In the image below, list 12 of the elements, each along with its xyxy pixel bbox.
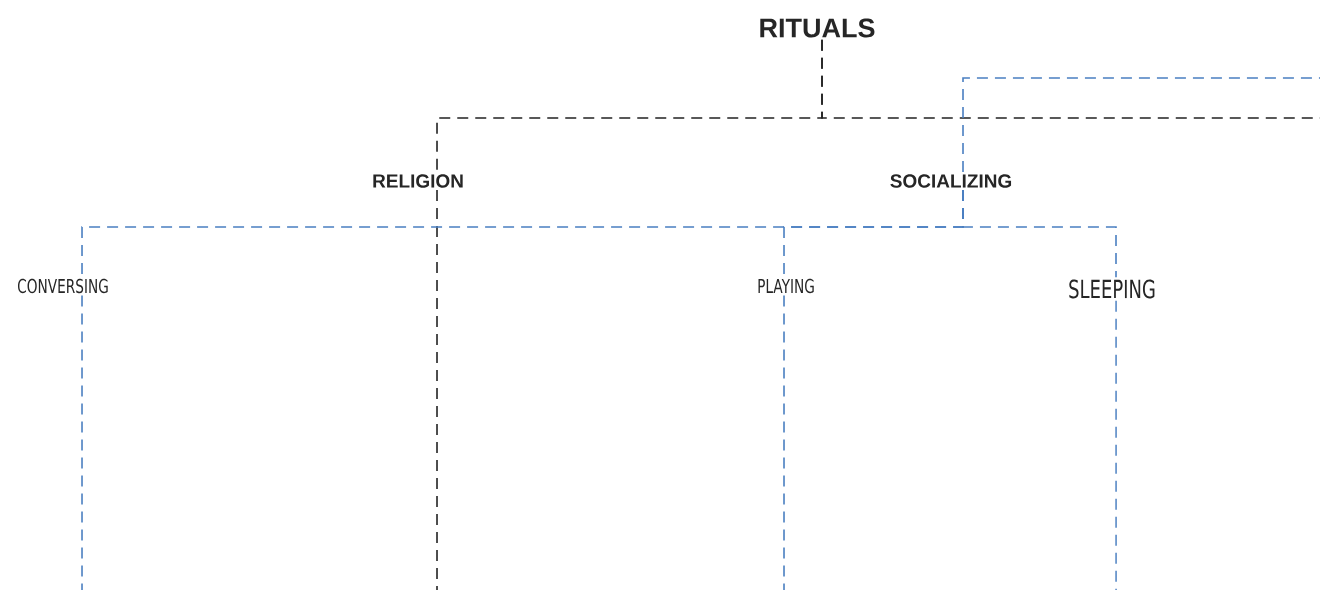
connector-line	[962, 77, 1321, 173]
category-label: CONVERSING	[18, 278, 108, 294]
connector-line	[783, 294, 785, 591]
connector-line	[81, 294, 83, 591]
connector-line	[436, 189, 438, 591]
category-label: RELIGION	[373, 174, 463, 188]
category-label: SLEEPING	[1069, 279, 1155, 299]
category-label: RITUALS	[760, 18, 875, 38]
connector-line	[962, 189, 1117, 279]
category-label: SOCIALIZING	[890, 174, 1012, 188]
category-label: PLAYING	[758, 278, 814, 294]
connector-line	[1115, 299, 1117, 591]
